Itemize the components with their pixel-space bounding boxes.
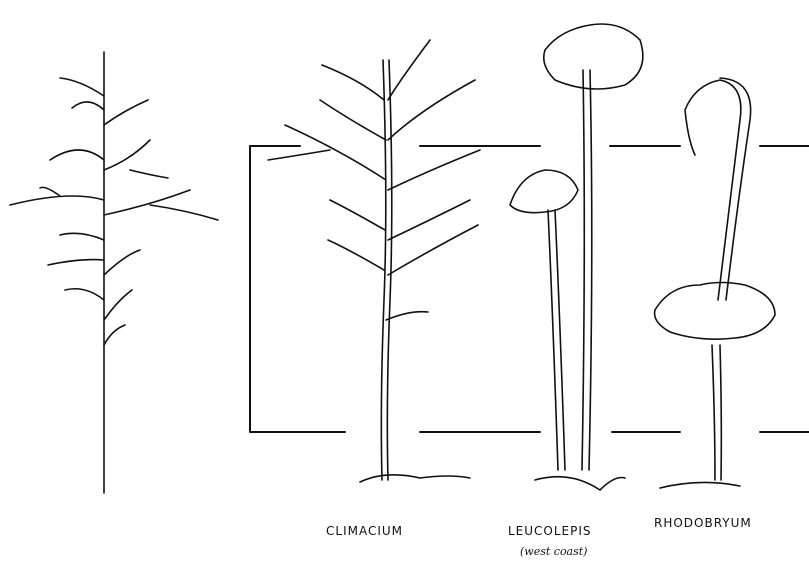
label-rhodobryum: RHODOBRYUM xyxy=(654,516,752,530)
leucolepis-plant xyxy=(510,24,643,490)
label-leucolepis: LEUCOLEPIS xyxy=(508,524,592,538)
label-leucolepis-note: (west coast) xyxy=(520,545,587,558)
label-climacium: CLIMACIUM xyxy=(326,524,403,538)
branch-schematic xyxy=(10,52,218,493)
rhodobryum-plant xyxy=(655,78,775,488)
climacium-plant xyxy=(268,40,480,482)
frame-rectangle xyxy=(250,146,809,432)
